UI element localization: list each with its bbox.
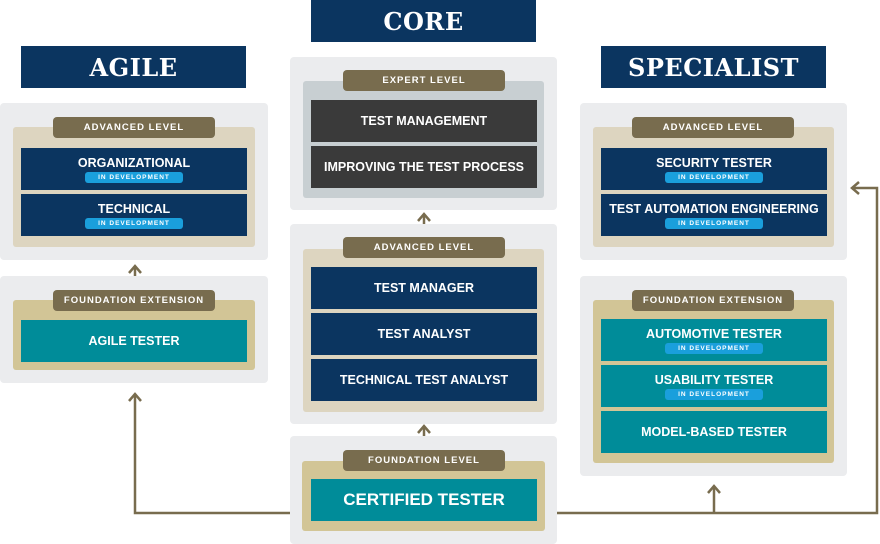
box-label: ORGANIZATIONAL [77,155,191,170]
improving-test-process-box[interactable]: IMPROVING THE TEST PROCESS [311,146,537,188]
in-development-badge: IN DEVELOPMENT [665,217,763,229]
in-development-badge: IN DEVELOPMENT [85,171,183,183]
box-label: IMPROVING THE TEST PROCESS [323,160,525,174]
arrow-foundation-to-specialist [557,181,879,515]
box-label: TEST AUTOMATION ENGINEERING [609,201,819,216]
arrow-core-advanced-to-expert [417,212,431,224]
in-development-badge: IN DEVELOPMENT [665,342,763,354]
arrow-core-foundation-to-advanced [417,424,431,436]
agile-advanced-tab: ADVANCED LEVEL [53,117,215,138]
specialist-foundation-tab: FOUNDATION EXTENSION [632,290,794,311]
box-label: TEST MANAGEMENT [360,114,488,128]
core-foundation-tab: FOUNDATION LEVEL [343,450,505,471]
box-label: USABILITY TESTER [654,372,774,387]
box-label: TEST ANALYST [377,327,471,341]
in-development-badge: IN DEVELOPMENT [665,171,763,183]
test-manager-box[interactable]: TEST MANAGER [311,267,537,309]
specialist-header: SPECIALIST [601,46,826,88]
arrow-foundation-to-agile [128,392,290,515]
box-label: SECURITY TESTER [656,155,772,170]
box-label: TECHNICAL [97,201,171,216]
core-advanced-tab: ADVANCED LEVEL [343,237,505,258]
agile-tester-box[interactable]: AGILE TESTER [21,320,247,362]
core-expert-tab: EXPERT LEVEL [343,70,505,91]
box-label: TEST MANAGER [374,281,474,295]
in-development-badge: IN DEVELOPMENT [85,217,183,229]
certified-tester-box[interactable]: CERTIFIED TESTER [311,479,537,521]
test-analyst-box[interactable]: TEST ANALYST [311,313,537,355]
model-based-tester-box[interactable]: MODEL-BASED TESTER [601,411,827,453]
box-label: MODEL-BASED TESTER [641,425,787,439]
arrow-agile-ext-to-advanced [128,264,142,276]
agile-foundation-tab: FOUNDATION EXTENSION [53,290,215,311]
in-development-badge: IN DEVELOPMENT [665,388,763,400]
box-label: AGILE TESTER [88,334,180,348]
box-label: TECHNICAL TEST ANALYST [339,373,509,387]
technical-test-analyst-box[interactable]: TECHNICAL TEST ANALYST [311,359,537,401]
test-management-box[interactable]: TEST MANAGEMENT [311,100,537,142]
box-label: CERTIFIED TESTER [343,490,505,509]
specialist-advanced-tab: ADVANCED LEVEL [632,117,794,138]
core-header: CORE [311,0,536,42]
agile-header: AGILE [21,46,246,88]
box-label: AUTOMOTIVE TESTER [646,326,782,341]
